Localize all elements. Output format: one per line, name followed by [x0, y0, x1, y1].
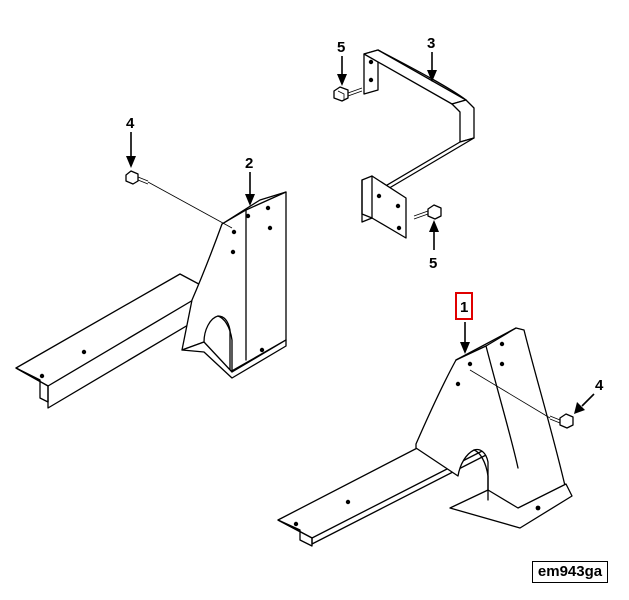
callout-1: 1 — [460, 299, 468, 316]
callout-4-left: 4 — [126, 115, 135, 132]
callout-1-highlight-box — [455, 292, 473, 320]
leader-line-4-right — [469, 369, 551, 419]
reference-code-label: em943ga — [532, 561, 608, 583]
leader-line-4-left — [147, 181, 233, 229]
bolt-4-left — [125, 170, 149, 185]
callout-4-right: 4 — [595, 377, 604, 394]
callout-2: 2 — [245, 155, 253, 172]
bolt-5-bottom — [413, 204, 442, 220]
bracket-2-stand — [15, 191, 287, 409]
callout-arrows — [126, 52, 595, 414]
callout-5-bottom: 5 — [429, 255, 437, 272]
callout-5-top: 5 — [337, 39, 345, 56]
bracket-1-stand — [277, 327, 573, 547]
bolt-4-right — [549, 413, 574, 429]
bracket-3-strap — [361, 49, 475, 239]
bolt-5-top — [333, 86, 363, 102]
callout-3: 3 — [427, 35, 435, 52]
